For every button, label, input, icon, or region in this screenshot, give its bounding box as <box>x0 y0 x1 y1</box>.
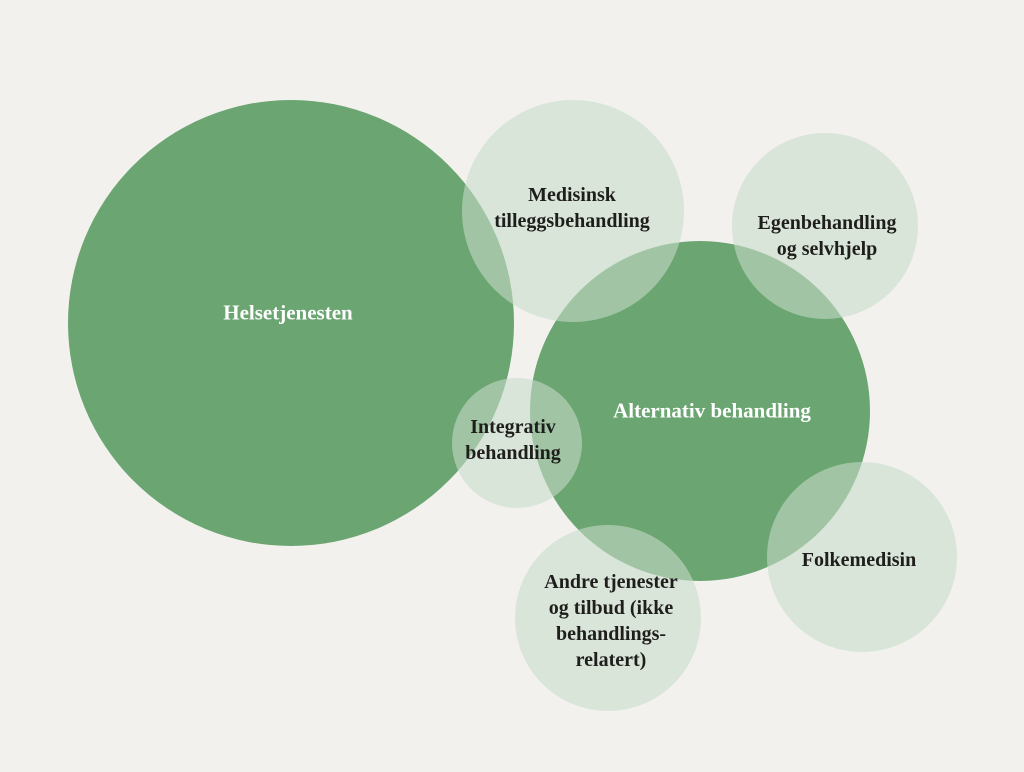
circle-folkemedisin <box>767 462 957 652</box>
circle-medisinsk-tilleggsbehandling <box>462 100 684 322</box>
circle-egenbehandling-og-selvhjelp <box>732 133 918 319</box>
circle-andre-tjenester-og-tilbud <box>515 525 701 711</box>
circle-integrativ-behandling <box>452 378 582 508</box>
circle-helsetjenesten <box>68 100 514 546</box>
